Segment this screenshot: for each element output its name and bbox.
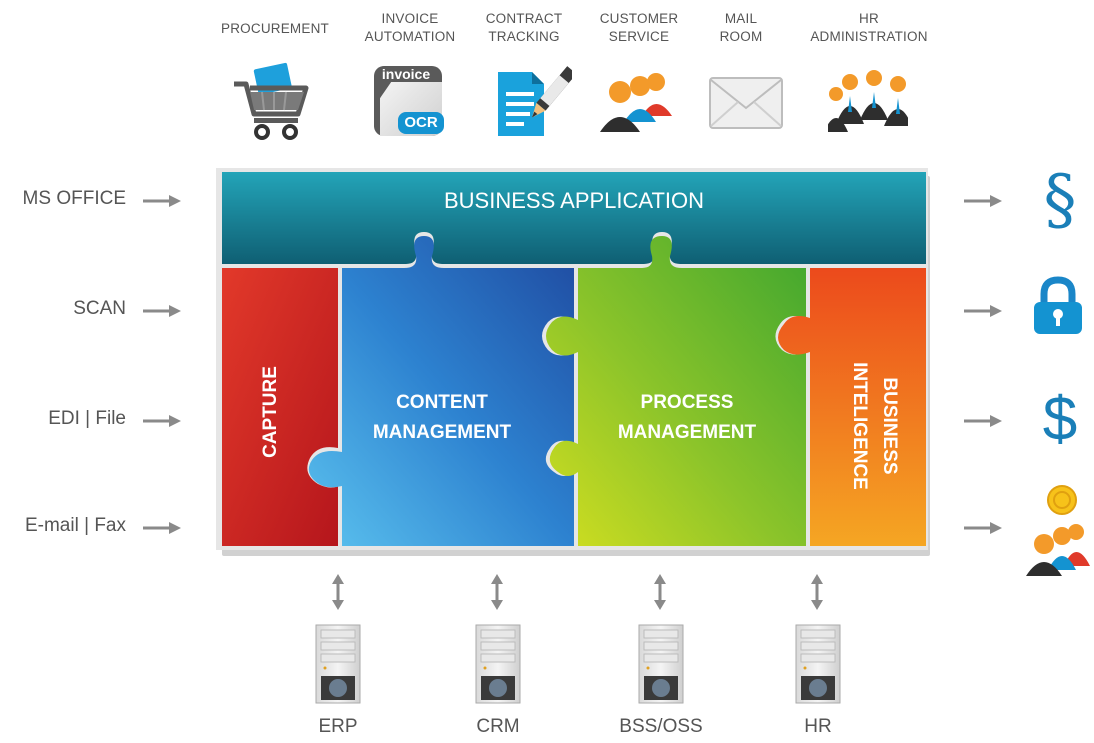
input-arrow	[143, 522, 181, 534]
envelope-icon[interactable]	[706, 62, 786, 142]
backend-hr-label: HR	[804, 716, 832, 737]
customer-service-label: CUSTOMER SERVICE	[599, 11, 679, 44]
document-pen-icon[interactable]	[492, 62, 572, 142]
puzzle-graphic	[216, 168, 930, 556]
output-arrow	[964, 415, 1002, 427]
bidirectional-arrow	[811, 574, 823, 610]
invoice-ocr-icon[interactable]: invoice OCR	[370, 62, 450, 142]
procurement-label: PROCUREMENT	[221, 21, 329, 36]
bidirectional-arrow	[332, 574, 344, 610]
invoice-text: invoice	[381, 66, 431, 82]
input-ms-office-label: MS OFFICE	[22, 188, 126, 209]
server-icon[interactable]	[638, 624, 684, 704]
business-intelligence-label: BUSINESS INTELIGENCE	[849, 362, 900, 490]
shopping-cart-icon[interactable]	[232, 62, 312, 142]
input-email-fax-label: E-mail | Fax	[24, 515, 126, 536]
server-icon[interactable]	[475, 624, 521, 704]
content-management-label: CONTENT MANAGEMENT	[372, 392, 512, 443]
server-icon[interactable]	[315, 624, 361, 704]
output-arrow	[964, 195, 1002, 207]
output-arrow	[964, 305, 1002, 317]
backend-erp-label: ERP	[318, 716, 358, 737]
invoice-automation-label: INVOICE AUTOMATION	[364, 11, 456, 44]
dollar-icon[interactable]: $	[1042, 385, 1078, 454]
padlock-icon[interactable]	[1030, 276, 1086, 336]
people-coin-icon[interactable]	[1022, 482, 1094, 578]
capture-label: CAPTURE	[260, 366, 281, 458]
input-arrow	[143, 195, 181, 207]
content-management-piece[interactable]	[308, 236, 574, 546]
business-application-label: BUSINESS APPLICATION	[443, 188, 704, 213]
capture-piece[interactable]	[222, 268, 338, 546]
ocr-badge: OCR	[398, 112, 444, 134]
backend-crm-label: CRM	[476, 716, 520, 737]
input-edi-file-label: EDI | File	[48, 408, 126, 429]
output-arrow	[964, 522, 1002, 534]
contract-tracking-label: CONTRACT TRACKING	[485, 11, 563, 44]
bidirectional-arrow	[491, 574, 503, 610]
hr-administration-label: HR ADMINISTRATION	[810, 11, 928, 44]
backend-bss-oss-label: BSS/OSS	[619, 716, 703, 737]
input-scan-label: SCAN	[73, 298, 126, 319]
process-management-piece[interactable]	[546, 236, 806, 546]
section-sign-icon[interactable]: §	[1043, 161, 1077, 238]
process-management-label: PROCESS MANAGEMENT	[617, 392, 757, 443]
people-group-icon[interactable]	[598, 62, 678, 142]
business-application-piece[interactable]	[222, 172, 926, 264]
server-icon[interactable]	[795, 624, 841, 704]
mail-room-label: MAIL ROOM	[719, 11, 763, 44]
business-intelligence-piece[interactable]	[778, 268, 926, 546]
input-arrow	[143, 305, 181, 317]
bidirectional-arrow	[654, 574, 666, 610]
input-arrow	[143, 415, 181, 427]
team-icon[interactable]	[828, 62, 908, 142]
